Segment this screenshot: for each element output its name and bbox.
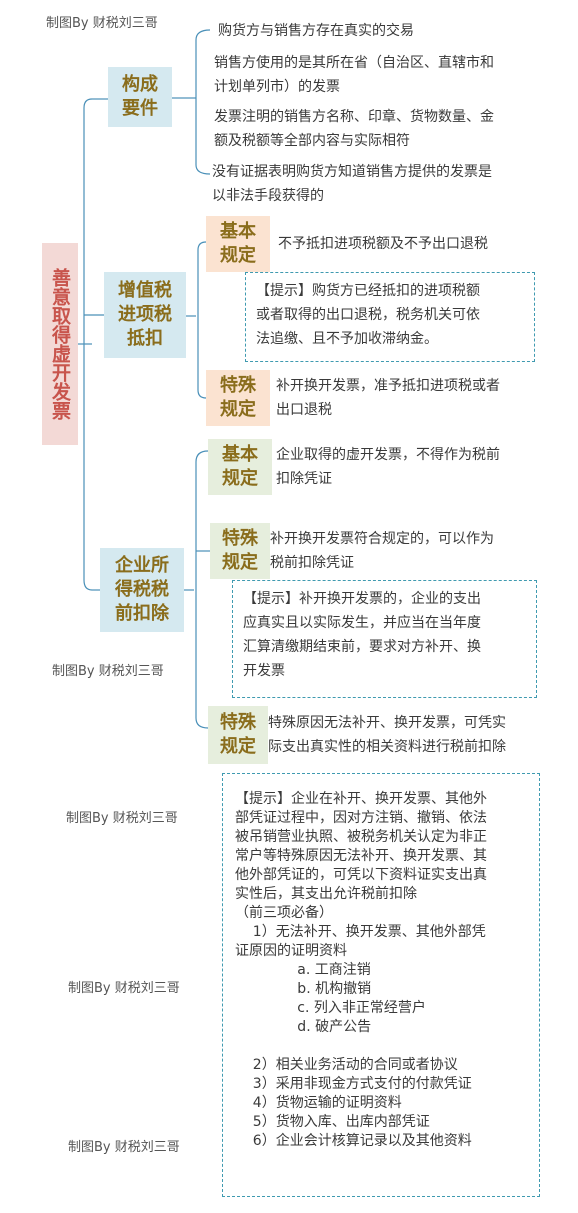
element-item: 没有证据表明购货方知道销售方提供的发票是 以非法手段获得的: [212, 164, 492, 204]
branch-label-line: 抵扣: [127, 328, 163, 349]
branch-label-line: 构成: [122, 74, 158, 95]
branch-elements: 构成 要件: [108, 67, 172, 127]
cit-special1-tip: 【提示】补开换开发票的，企业的支出 应真实且以实际发生，并应当在当年度 汇算清缴…: [232, 580, 537, 698]
element-item: 购货方与销售方存在真实的交易: [218, 23, 414, 39]
watermark: 制图By 财税刘三哥: [68, 981, 180, 996]
cit-special2-label: 特殊 规定: [208, 706, 268, 764]
branch-label-line: 企业所: [115, 555, 169, 576]
branch-label-line: 进项税: [118, 304, 172, 325]
cit-special2-text: 特殊原因无法补开、换开发票，可凭实 际支出真实性的相关资料进行税前扣除: [268, 715, 506, 755]
element-item: 销售方使用的是其所在省（自治区、直辖市和 计划单列市）的发票: [214, 55, 494, 95]
cit-special1-text: 补开换开发票符合规定的，可以作为 税前扣除凭证: [270, 531, 494, 571]
branch-label-line: 增值税: [118, 280, 172, 301]
watermark: 制图By 财税刘三哥: [68, 1140, 180, 1155]
vat-basic-text: 不予抵扣进项税额及不予出口退税: [278, 236, 488, 252]
vat-special-label: 特殊 规定: [206, 370, 270, 426]
cit-special1-label: 特殊 规定: [210, 523, 270, 579]
branch-label-line: 要件: [122, 98, 158, 119]
branch-label-line: 前扣除: [115, 603, 169, 624]
watermark: 制图By 财税刘三哥: [52, 664, 164, 679]
cit-special2-tip: 【提示】企业在补开、换开发票、其他外 部凭证过程中，因对方注销、撤销、依法 被吊…: [222, 773, 540, 1197]
root-topic: 善意取得虚开发票: [42, 243, 78, 445]
element-item: 发票注明的销售方名称、印章、货物数量、金 额及税额等全部内容与实际相符: [214, 109, 494, 149]
vat-basic-label: 基本 规定: [206, 216, 270, 272]
cit-basic-label: 基本 规定: [208, 439, 272, 495]
branch-label-line: 得税税: [115, 579, 169, 600]
watermark: 制图By 财税刘三哥: [46, 16, 158, 31]
branch-cit: 企业所 得税税 前扣除: [100, 548, 184, 632]
cit-basic-text: 企业取得的虚开发票，不得作为税前 扣除凭证: [276, 447, 500, 487]
vat-special-text: 补开换开发票，准予抵扣进项税或者 出口退税: [276, 378, 500, 418]
watermark: 制图By 财税刘三哥: [66, 811, 178, 826]
branch-vat: 增值税 进项税 抵扣: [104, 272, 186, 358]
vat-basic-tip: 【提示】购货方已经抵扣的进项税额 或者取得的出口退税，税务机关可依 法追缴、且不…: [245, 272, 535, 362]
